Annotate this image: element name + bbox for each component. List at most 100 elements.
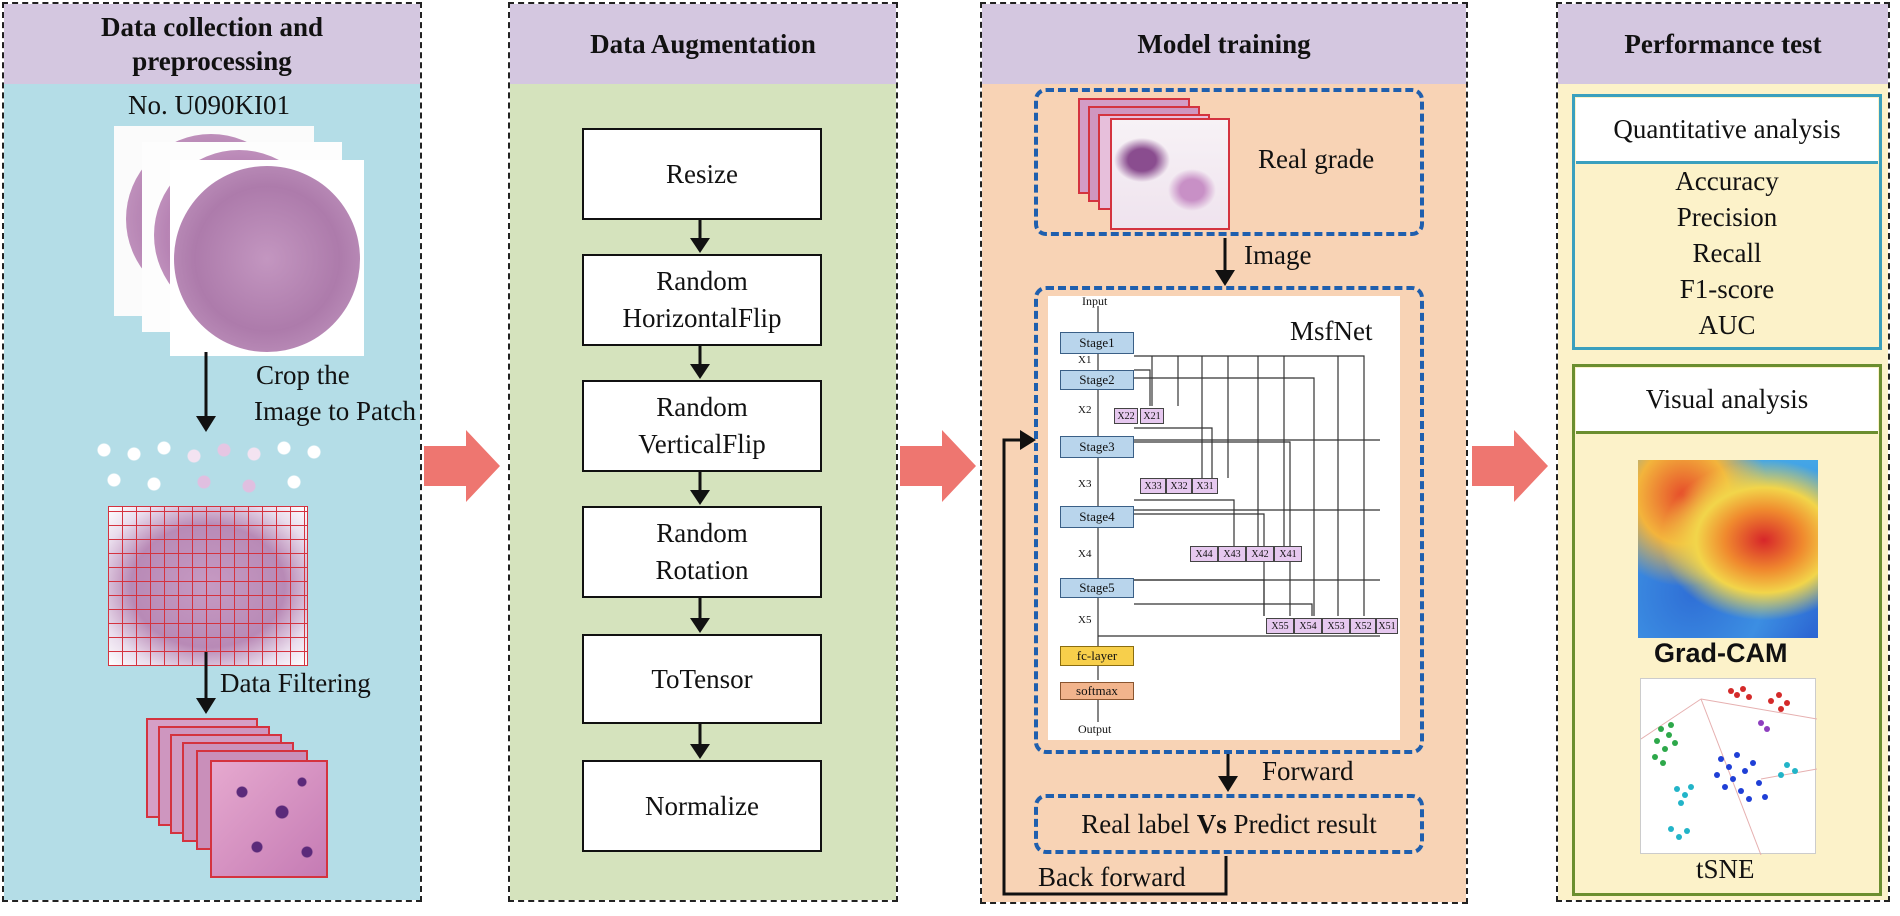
msfnet-name: MsfNet — [1290, 316, 1373, 346]
aug-step-horizontal-flip: Random HorizontalFlip — [582, 254, 822, 346]
xb-label: X52 — [1354, 620, 1372, 632]
net-x53: X53 — [1322, 618, 1350, 634]
panel-title-text: Model training — [1137, 29, 1311, 59]
gradcam-label: Grad-CAM — [1654, 638, 1788, 668]
panel-body: No. U090KI01 Crop the Image to Patch Dat… — [4, 84, 420, 900]
compare-group: Real label Vs Predict result — [1034, 794, 1424, 854]
xb-label: X55 — [1271, 620, 1289, 632]
tsne-plot — [1640, 678, 1817, 855]
stage-label: Stage5 — [1079, 580, 1115, 595]
patch-grid-image — [108, 506, 308, 666]
visual-group — [1572, 364, 1882, 896]
metric-accuracy: Accuracy — [1675, 166, 1779, 196]
aug-step-label: Normalize — [645, 790, 759, 821]
net-x5-label: X5 — [1078, 614, 1092, 626]
xb-label: X51 — [1378, 620, 1396, 632]
aug-step-label: HorizontalFlip — [622, 303, 782, 333]
panel-title: Data collection and preprocessing — [4, 4, 420, 84]
panel-title: Model training — [982, 4, 1466, 84]
arrow-filter — [196, 698, 216, 714]
visual-title: Visual analysis — [1645, 384, 1809, 414]
crop-label-line2: Image to Patch — [254, 396, 416, 426]
xb-label: X53 — [1327, 620, 1345, 632]
arrow-back-forward — [1020, 430, 1036, 450]
xb-label: X32 — [1170, 480, 1188, 492]
tsne-label: tSNE — [1696, 854, 1755, 884]
net-x41: X41 — [1274, 546, 1302, 562]
visual-title-box: Visual analysis — [1576, 368, 1878, 434]
net-stage5: Stage5 — [1060, 578, 1134, 598]
net-x43: X43 — [1218, 546, 1246, 562]
metric-auc: AUC — [1698, 310, 1756, 340]
metric-list: Accuracy Precision Recall F1-score AUC — [1576, 166, 1878, 346]
forward-label: Forward — [1262, 756, 1354, 786]
real-grade-label: Real grade — [1258, 144, 1375, 174]
stage-label: Stage3 — [1079, 439, 1115, 454]
metric-f1-score: F1-score — [1679, 274, 1775, 304]
net-x21: X21 — [1140, 408, 1164, 424]
aug-step-rotation: Random Rotation — [582, 506, 822, 598]
quantitative-title-box: Quantitative analysis — [1576, 98, 1878, 164]
panel-title-text: Performance test — [1624, 29, 1822, 59]
net-fc-layer: fc-layer — [1060, 646, 1134, 666]
compare-text-b: Predict result — [1226, 808, 1377, 839]
xb-label: X22 — [1117, 410, 1135, 422]
msfnet-group — [1034, 286, 1424, 754]
xb-label: X21 — [1143, 410, 1161, 422]
xb-label: X54 — [1299, 620, 1317, 632]
arrow-panel1-to-panel2 — [424, 430, 500, 502]
arrow-image — [1215, 270, 1235, 286]
metric-recall: Recall — [1692, 238, 1762, 268]
aug-step-label: Random — [656, 392, 748, 422]
net-input-label: Input — [1082, 294, 1108, 308]
xb-label: X44 — [1195, 548, 1213, 560]
panel-title: Performance test — [1558, 4, 1888, 84]
filter-label: Data Filtering — [220, 668, 371, 698]
aug-step-normalize: Normalize — [582, 760, 822, 852]
net-x31: X31 — [1192, 478, 1218, 494]
net-x33: X33 — [1140, 478, 1166, 494]
stage-label: softmax — [1076, 683, 1118, 698]
aug-step-label: Resize — [666, 158, 738, 189]
net-x4-label: X4 — [1078, 548, 1092, 560]
arrow-crop — [196, 416, 216, 432]
panel-title: Data Augmentation — [510, 4, 896, 84]
scattered-patches — [84, 440, 334, 500]
panel-title-text: Data Augmentation — [590, 29, 816, 59]
net-stage2: Stage2 — [1060, 370, 1134, 390]
slide-image-front — [170, 160, 364, 356]
grade-image-front — [1110, 118, 1230, 230]
xb-label: X42 — [1251, 548, 1269, 560]
net-x22: X22 — [1114, 408, 1138, 424]
arrow-forward — [1218, 776, 1238, 792]
net-x1-label: X1 — [1078, 354, 1092, 366]
aug-step-label: ToTensor — [651, 663, 753, 694]
stage-label: fc-layer — [1076, 648, 1118, 663]
stage-label: Stage1 — [1079, 335, 1115, 350]
aug-step-label: Random — [656, 518, 748, 548]
back-forward-label: Back forward — [1038, 862, 1186, 892]
panel-title-line1: Data collection and — [101, 12, 323, 42]
compare-vs: Vs — [1196, 808, 1227, 839]
aug-step-label: Rotation — [655, 555, 749, 585]
net-x54: X54 — [1294, 618, 1322, 634]
arrow-panel3-to-panel4 — [1472, 430, 1548, 502]
crop-label-line1: Crop the — [256, 360, 350, 390]
quantitative-group — [1572, 94, 1882, 350]
xb-label: X33 — [1144, 480, 1162, 492]
metric-precision: Precision — [1676, 202, 1778, 232]
net-x44: X44 — [1190, 546, 1218, 562]
net-stage3: Stage3 — [1060, 436, 1134, 458]
back-forward-path — [1002, 438, 1228, 896]
aug-step-resize: Resize — [582, 128, 822, 220]
gradcam-image — [1638, 460, 1818, 638]
xb-label: X43 — [1223, 548, 1241, 560]
net-x3-label: X3 — [1078, 478, 1092, 490]
aug-step-label: VerticalFlip — [638, 429, 766, 459]
aug-step-vertical-flip: Random VerticalFlip — [582, 380, 822, 472]
stage-label: Stage4 — [1079, 509, 1115, 524]
patch-image-front — [210, 760, 328, 878]
net-x42: X42 — [1246, 546, 1274, 562]
net-x32: X32 — [1166, 478, 1192, 494]
